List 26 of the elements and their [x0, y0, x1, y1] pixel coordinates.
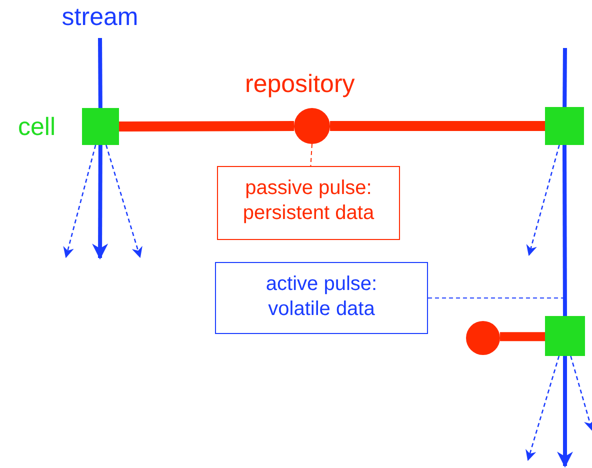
stream-label: stream: [60, 2, 140, 33]
arrow: [526, 144, 560, 256]
repository-label: repository: [245, 70, 355, 99]
cell-label: cell: [18, 113, 56, 142]
arrow: [92, 145, 108, 260]
connector-line: [118, 121, 294, 132]
connector-line: [98, 38, 102, 108]
active-pulse-box: [215, 262, 428, 334]
box-text: passive pulse: persistent data: [242, 176, 375, 226]
arrow: [557, 356, 573, 468]
leader-line: [310, 144, 312, 166]
arrow: [105, 144, 142, 258]
connector-line: [562, 48, 567, 108]
connector-line: [500, 332, 545, 342]
cell-square: [82, 108, 119, 145]
connector-line: [330, 121, 545, 131]
cell-square: [545, 316, 585, 356]
arrow: [570, 356, 592, 432]
repository-node: [294, 108, 330, 144]
passive-pulse-box: [217, 166, 400, 240]
connector-line: [562, 145, 567, 316]
cell-square: [545, 107, 584, 145]
arrow: [526, 356, 560, 462]
pulse-node: [466, 321, 500, 355]
arrow: [63, 144, 96, 258]
box-text: active pulse: volatile data: [264, 272, 378, 322]
